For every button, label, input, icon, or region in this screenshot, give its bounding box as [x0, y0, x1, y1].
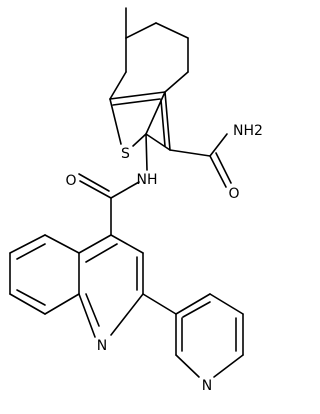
bond-nh-c — [110, 181, 140, 199]
bond-b-4 — [9, 293, 46, 315]
bond-ring6-a — [125, 22, 157, 39]
bond-b-2 — [9, 234, 46, 254]
atom-label-quinoline-nitrogen: N — [97, 338, 107, 354]
bond-thiophene-double-inner — [160, 99, 166, 147]
bond-thiophene-c-c — [145, 91, 166, 135]
bond-p-6 — [175, 293, 211, 315]
atom-label-sulfur: S — [121, 146, 130, 162]
bond-quinoline-pyridine — [142, 293, 177, 315]
bond-b-1 — [44, 234, 80, 254]
bond-c-o-double — [215, 152, 232, 184]
atom-label-carboxamide-oxygen: O — [228, 186, 239, 202]
bonds — [9, 7, 244, 378]
atom-label-linker-oxygen: O — [65, 173, 76, 189]
bond-thiophene-c-c3 — [145, 133, 171, 151]
bond-p-3 — [213, 354, 244, 378]
bond-q-6-double — [85, 293, 100, 327]
molecule-structure-diagram: S NH2 O NH O N N — [0, 0, 264, 414]
bond-q-3 — [110, 293, 144, 336]
bond-carbonyl-c — [169, 149, 211, 157]
bond-thiophene-fused-inner — [112, 98, 161, 106]
bond-p-2 — [175, 354, 200, 378]
bond-c-o — [209, 155, 227, 188]
bond-q-1 — [110, 234, 144, 254]
bond-c-nh — [145, 133, 148, 171]
bond-b-5 — [44, 293, 80, 315]
bond-thiophene-fused — [109, 91, 166, 100]
canvas-background — [0, 0, 264, 414]
bond-q-4 — [78, 234, 112, 254]
bond-p-6-double — [182, 301, 211, 318]
atom-label-amide-nh: NH — [137, 172, 158, 188]
atom-label-pyridine-nitrogen: N — [202, 378, 212, 394]
bond-ring6-b — [155, 22, 189, 39]
bond-ring6-d — [164, 71, 189, 93]
bond-p-5 — [209, 293, 244, 315]
bond-c-o-linker-double — [78, 173, 110, 192]
bond-ring6-f — [109, 71, 127, 100]
bond-c-o-linker — [79, 180, 112, 199]
atom-label-amide-nh2: NH2 — [233, 123, 263, 139]
bond-b-4-double — [16, 289, 46, 306]
bond-q-6 — [78, 293, 96, 338]
bond-b-2-double — [16, 243, 46, 260]
bond-thiophene-s-c — [132, 133, 147, 147]
bond-thiophene-c3-c3a — [164, 91, 171, 151]
bond-thiophene-c-s — [109, 98, 122, 145]
bond-c-nh2 — [209, 133, 228, 157]
bond-q-4-double — [85, 243, 118, 263]
